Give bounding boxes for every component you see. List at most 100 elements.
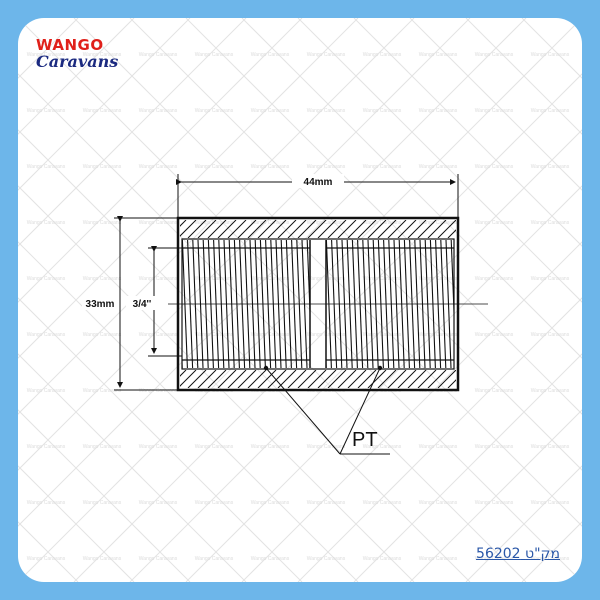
watermark-text: Wango Caravans (83, 164, 122, 170)
watermark-text: Wango Caravans (475, 500, 514, 506)
watermark-text: Wango Caravans (419, 276, 458, 282)
watermark-text: Wango Caravans (419, 164, 458, 170)
watermark-text: Wango Caravans (251, 108, 290, 114)
watermark-text: Wango Caravans (531, 444, 570, 450)
watermark-text: Wango Caravans (307, 220, 346, 226)
watermark-text: Wango Caravans (83, 220, 122, 226)
watermark-text: Wango Caravans (27, 276, 66, 282)
watermark-text: Wango Caravans (195, 332, 234, 338)
wall-hatching-top (180, 220, 456, 238)
watermark-text: Wango Caravans (531, 500, 570, 506)
watermark-text: Wango Caravans (475, 52, 514, 58)
watermark-text: Wango Caravans (251, 500, 290, 506)
coupling-drawing: 44mm 33mm 3/4'' PT (82, 174, 488, 455)
watermark-text: Wango Caravans (27, 220, 66, 226)
watermark-text: Wango Caravans (251, 52, 290, 58)
watermark-text: Wango Caravans (307, 444, 346, 450)
watermark-text: Wango Caravans (195, 500, 234, 506)
watermark-text: Wango Caravans (195, 556, 234, 562)
watermark-text: Wango Caravans (27, 332, 66, 338)
sku-link[interactable]: 56202 מק"ט (476, 546, 560, 562)
watermark-text: Wango Caravans (27, 444, 66, 450)
watermark-text: Wango Caravans (475, 220, 514, 226)
watermark-text: Wango Caravans (363, 444, 402, 450)
wall-hatching-bottom (180, 370, 456, 388)
watermark-text: Wango Caravans (139, 444, 178, 450)
watermark-text: Wango Caravans (139, 108, 178, 114)
watermark-text: Wango Caravans (195, 220, 234, 226)
watermark-text: Wango Caravans (139, 164, 178, 170)
watermark-text: Wango Caravans (83, 500, 122, 506)
watermark-text: Wango Caravans (531, 388, 570, 394)
watermark-text: Wango Caravans (419, 556, 458, 562)
watermark-text: Wango Caravans (83, 276, 122, 282)
watermark-text: Wango Caravans (475, 388, 514, 394)
watermark-text: Wango Caravans (419, 332, 458, 338)
brand-logo-line2: Caravans (36, 52, 119, 71)
watermark-text: Wango Caravans (251, 276, 290, 282)
watermark-text: Wango Caravans (307, 164, 346, 170)
watermark-text: Wango Caravans (363, 164, 402, 170)
watermark-text: Wango Caravans (363, 108, 402, 114)
length-label: 44mm (304, 177, 333, 188)
watermark-text: Wango Caravans (475, 276, 514, 282)
watermark-text: Wango Caravans (27, 556, 66, 562)
brand-logo-line1: WANGO (36, 36, 104, 54)
watermark-text: Wango Caravans (475, 444, 514, 450)
watermark-text: Wango Caravans (83, 108, 122, 114)
watermark-text: Wango Caravans (419, 52, 458, 58)
watermark-text: Wango Caravans (139, 52, 178, 58)
watermark-text: Wango Caravans (27, 52, 66, 58)
watermark-text: Wango Caravans (307, 500, 346, 506)
thread-type-label: PT (352, 429, 378, 451)
watermark-text: Wango Caravans (363, 52, 402, 58)
watermark-text: Wango Caravans (195, 52, 234, 58)
watermark-text: Wango Caravans (139, 276, 178, 282)
watermark-text: Wango Caravans (531, 220, 570, 226)
watermark-text: Wango Caravans (363, 500, 402, 506)
watermark-text: Wango Caravans (475, 108, 514, 114)
watermark-text: Wango Caravans (251, 444, 290, 450)
sku-number: 56202 (476, 546, 521, 562)
brand-logo: WANGO Caravans (34, 36, 124, 76)
watermark-text: Wango Caravans (363, 276, 402, 282)
watermark-text: Wango Caravans (363, 556, 402, 562)
watermark-text: Wango Caravans (419, 108, 458, 114)
watermark-text: Wango Caravans (27, 388, 66, 394)
watermark-text: Wango Caravans (195, 444, 234, 450)
watermark-text: Wango Caravans (83, 444, 122, 450)
watermark-text: Wango Caravans (83, 388, 122, 394)
watermark-text: Wango Caravans (83, 556, 122, 562)
watermark-text: Wango Caravans (195, 276, 234, 282)
watermark-text: Wango Caravans (139, 388, 178, 394)
watermark-text: Wango Caravans (251, 164, 290, 170)
pt-leader-right (339, 367, 381, 455)
watermark-text: Wango Caravans (307, 108, 346, 114)
watermark-text: Wango Caravans (419, 500, 458, 506)
watermark-text: Wango Caravans (139, 332, 178, 338)
pt-leader-left (265, 367, 341, 455)
watermark-text: Wango Caravans (139, 220, 178, 226)
watermark-text: Wango Caravans (251, 556, 290, 562)
watermark-text: Wango Caravans (419, 444, 458, 450)
watermark-text: Wango Caravans (531, 108, 570, 114)
watermark-text: Wango Caravans (531, 332, 570, 338)
watermark-text: Wango Caravans (83, 332, 122, 338)
watermark-text: Wango Caravans (27, 164, 66, 170)
watermark-text: Wango Caravans (531, 164, 570, 170)
watermark-text: Wango Caravans (139, 500, 178, 506)
watermark-text: Wango Caravans (195, 108, 234, 114)
watermark-text: Wango Caravans (139, 556, 178, 562)
watermark-text: Wango Caravans (475, 164, 514, 170)
thread-size-label: 3/4'' (133, 299, 152, 310)
watermark-text: Wango Caravans (475, 556, 514, 562)
watermark-text: Wango Caravans (363, 220, 402, 226)
watermark-text: Wango Caravans (419, 220, 458, 226)
watermark-text: Wango Caravans (307, 556, 346, 562)
watermark-text: Wango Caravans (83, 52, 122, 58)
watermark-text: Wango Caravans (531, 276, 570, 282)
watermark-text: Wango Caravans (195, 164, 234, 170)
sku-prefix: מק"ט (525, 546, 560, 562)
watermark-text: Wango Caravans (531, 556, 570, 562)
